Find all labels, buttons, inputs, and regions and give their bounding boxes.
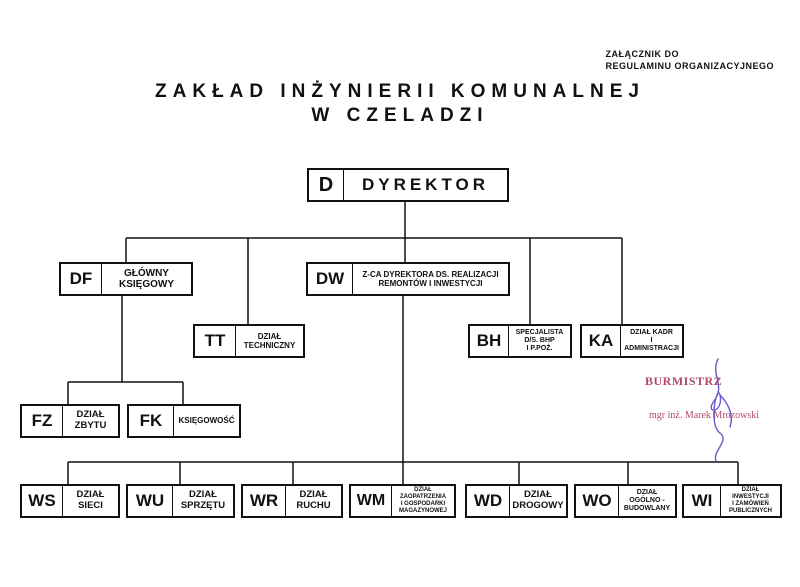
org-code-tt: TT bbox=[195, 326, 236, 356]
org-name-df-line: GŁÓWNY bbox=[123, 267, 169, 279]
org-name-wm-line: I GOSPODARKI bbox=[400, 501, 446, 507]
org-name-wr-line: RUCHU bbox=[296, 500, 331, 511]
org-name-wm-line: MAGAZYNOWEJ bbox=[399, 507, 447, 514]
org-box-ksiegowosc: FK KSIĘGOWOŚĆ bbox=[127, 404, 241, 438]
org-name-ws-line: SIECI bbox=[78, 500, 103, 511]
org-code-bh: BH bbox=[470, 326, 509, 356]
org-name-fz-line: DZIAŁ bbox=[76, 409, 105, 421]
org-code-wi: WI bbox=[684, 486, 721, 516]
org-code-ka: KA bbox=[582, 326, 621, 356]
org-name-dw-line: REMONTÓW I INWESTYCJI bbox=[378, 279, 483, 288]
org-code-wr: WR bbox=[243, 486, 286, 516]
org-name-ka-line: DZIAŁ KADR bbox=[630, 328, 673, 336]
org-name-wi-line: I ZAMÓWIEŃ bbox=[732, 501, 769, 507]
org-code-wm: WM bbox=[351, 486, 392, 516]
org-code-d: D bbox=[309, 170, 344, 200]
org-box-dyrektor: D DYREKTOR bbox=[307, 168, 509, 202]
org-name-d: DYREKTOR bbox=[361, 175, 490, 195]
org-name-wu-line: SPRZĘTU bbox=[180, 500, 226, 511]
org-name-ws-line: DZIAŁ bbox=[76, 489, 105, 501]
org-code-wu: WU bbox=[128, 486, 173, 516]
org-name-wu-line: DZIAŁ bbox=[189, 489, 217, 501]
org-code-ws: WS bbox=[22, 486, 63, 516]
org-name-wd-line: DZIAŁ bbox=[524, 489, 552, 501]
org-name-wm-line: ZAOPATRZENIA bbox=[399, 494, 447, 501]
org-code-dw: DW bbox=[308, 264, 353, 294]
org-name-wo-line: BUDOWLANY bbox=[623, 505, 671, 513]
org-name-fz-line: ZBYTU bbox=[74, 420, 107, 431]
title-line-2: W CZELADZI bbox=[311, 105, 489, 126]
org-code-wd: WD bbox=[467, 486, 510, 516]
org-name-wi-line: PUBLICZNYCH bbox=[729, 507, 772, 514]
org-name-fk: KSIĘGOWOŚĆ bbox=[178, 416, 235, 426]
org-name-bh-line: I P.POŻ. bbox=[526, 345, 553, 353]
org-name-dw-line: Z-CA DYREKTORA DS. REALIZACJI bbox=[362, 269, 499, 279]
org-name-ka-line: I ADMINISTRACJI bbox=[624, 336, 679, 353]
org-code-wo: WO bbox=[576, 486, 619, 516]
org-name-wi-line: INWESTYCJI bbox=[732, 494, 769, 501]
org-name-tt-line: DZIAŁ bbox=[257, 331, 282, 341]
page-title: ZAKŁAD INŻYNIERII KOMUNALNEJ W CZELADZI bbox=[0, 80, 800, 128]
annex-line-2: REGULAMINU ORGANIZACYJNEGO bbox=[605, 61, 774, 71]
mayor-stamp-title: BURMISTRZ bbox=[645, 374, 723, 388]
title-line-1: ZAKŁAD INŻYNIERII KOMUNALNEJ bbox=[155, 81, 645, 102]
org-name-wo-line: DZIAŁ bbox=[636, 488, 658, 496]
org-name-bh-line: SPECJALISTA bbox=[515, 328, 564, 336]
annex-line-1: ZAŁĄCZNIK DO bbox=[605, 49, 679, 59]
org-name-wr-line: DZIAŁ bbox=[299, 489, 328, 501]
signature-icon bbox=[710, 358, 732, 462]
org-name-wo-line: OGÓLNO - bbox=[629, 496, 665, 504]
org-name-wd-line: DROGOWY bbox=[512, 500, 564, 511]
org-name-tt-line: TECHNICZNY bbox=[243, 341, 296, 350]
org-name-wm-line: DZIAŁ bbox=[414, 487, 432, 494]
mayor-stamp-name: mgr inż. Marek Mrozowski bbox=[649, 410, 759, 421]
org-name-df-line: KSIĘGOWY bbox=[118, 279, 174, 290]
org-code-df: DF bbox=[61, 264, 102, 294]
org-code-fk: FK bbox=[129, 406, 174, 436]
org-code-fz: FZ bbox=[22, 406, 63, 436]
org-name-wi-line: DZIAŁ bbox=[741, 487, 760, 494]
annex-note: ZAŁĄCZNIK DO REGULAMINU ORGANIZACYJNEGO bbox=[605, 48, 774, 72]
org-name-bh-line: D/S. BHP bbox=[524, 336, 555, 344]
